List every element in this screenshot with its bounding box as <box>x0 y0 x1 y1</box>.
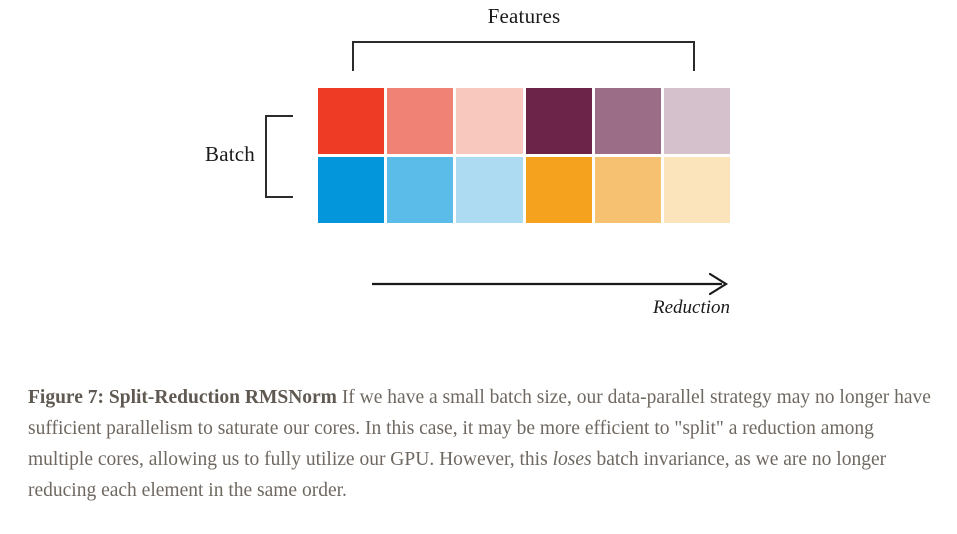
grid-cell-r0-c2 <box>456 88 523 154</box>
caption-emphasis: loses <box>552 449 592 470</box>
grid-row-0 <box>318 88 731 154</box>
grid-row-1 <box>318 157 731 223</box>
grid-cell-r1-c4 <box>594 157 661 223</box>
caption-body-second: batch invariance, as we are no longer re… <box>28 449 887 501</box>
grid-cell-r0-c4 <box>594 88 661 154</box>
reduction-axis-label: Reduction <box>652 297 730 318</box>
grid-cell-r0-c3 <box>525 88 592 154</box>
grid-cell-r0-c1 <box>387 88 454 154</box>
features-bracket <box>352 41 695 71</box>
grid-cell-r1-c5 <box>663 157 731 223</box>
features-axis-label: Features <box>487 4 561 28</box>
batch-axis-label: Batch <box>205 142 255 166</box>
figure-caption: Figure 7: Split-Reduction RMSNorm If we … <box>28 382 938 506</box>
grid-cell-r0-c5 <box>663 88 731 154</box>
tensor-color-grid <box>318 88 731 223</box>
grid-cell-r0-c0 <box>318 88 385 154</box>
caption-body-first: If we have a small batch size, our data-… <box>28 387 931 470</box>
grid-cell-r1-c0 <box>318 157 385 223</box>
grid-cell-r1-c2 <box>456 157 523 223</box>
caption-title: Split-Reduction RMSNorm <box>108 387 337 408</box>
caption-figure-number: Figure 7: <box>28 387 105 408</box>
grid-cell-r1-c1 <box>387 157 454 223</box>
figure-diagram: Features Batch Reduction <box>205 4 731 318</box>
grid-cell-r1-c3 <box>525 157 592 223</box>
batch-bracket <box>265 115 293 198</box>
reduction-arrow-icon <box>372 272 729 296</box>
